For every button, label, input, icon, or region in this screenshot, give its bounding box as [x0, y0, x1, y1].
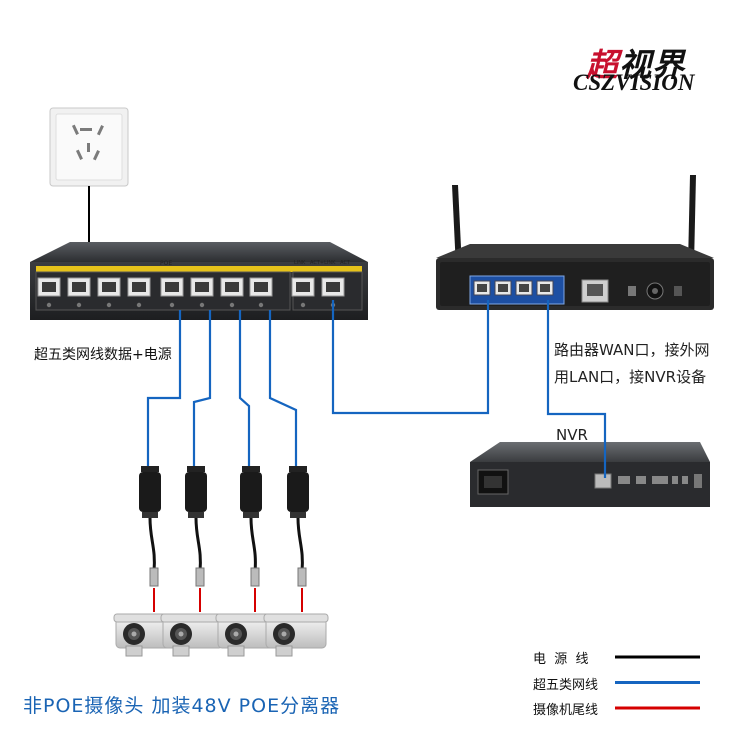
- switch-poe-label: POE: [160, 260, 173, 267]
- cable-router-to-nvr: [546, 300, 607, 478]
- poe-splitter-3: [240, 466, 262, 612]
- cable-poe-1: [146, 310, 182, 466]
- camera-2: [160, 613, 226, 657]
- switch-port-4: [127, 277, 151, 308]
- nvr-lan-port: [594, 473, 612, 489]
- router-antenna-left: [452, 185, 462, 268]
- label-router-line2: 用LAN口，接NVR设备: [554, 368, 707, 386]
- legend-lines: [615, 655, 700, 710]
- router-lan-port-4: [536, 280, 554, 296]
- switch-port-1: [37, 277, 61, 308]
- cable-poe-3: [238, 310, 251, 466]
- label-cat5-data-power: 超五类网线数据+电源: [34, 347, 172, 363]
- nvr-device: [470, 442, 710, 507]
- switch-port-6: [190, 277, 214, 308]
- switch-port-7: [220, 277, 244, 308]
- poe-splitter-2: [185, 466, 207, 612]
- logo-cn: 超视界: [586, 46, 686, 84]
- switch-port-5: [160, 277, 184, 308]
- router-antenna-right: [688, 175, 696, 265]
- switch-port-9: [291, 277, 315, 308]
- cable-switch-to-router: [331, 300, 490, 415]
- camera-4: [263, 613, 329, 657]
- poe-splitter-4: [287, 466, 309, 612]
- router-lan-port-3: [515, 280, 533, 296]
- cameras: [113, 613, 329, 657]
- legend-label-camera-tail: 摄像机尾线: [533, 703, 599, 718]
- label-nvr: NVR: [556, 426, 588, 444]
- wall-socket: [49, 107, 129, 187]
- switch-port-3: [97, 277, 121, 308]
- router-lan-port-2: [494, 280, 512, 296]
- legend-label-power: 电 源 线: [533, 652, 589, 667]
- switch-port-8: [249, 277, 273, 308]
- switch-uplink-label: LINK ACT+LINK ACT: [294, 260, 351, 266]
- legend-label-network: 超五类网线: [533, 678, 599, 693]
- switch-port-2: [67, 277, 91, 308]
- network-cables: [146, 300, 607, 478]
- cable-poe-4: [268, 310, 298, 466]
- label-router-line1: 路由器WAN口，接外网: [554, 341, 710, 359]
- poe-splitters: [139, 466, 309, 612]
- router-lan-ports: [473, 280, 554, 296]
- poe-splitter-1: [139, 466, 161, 612]
- router-lan-port-1: [473, 280, 491, 296]
- cable-poe-2: [192, 310, 212, 466]
- logo-en: CSZVISION: [573, 70, 695, 95]
- bottom-caption: 非POE摄像头 加装48V POE分离器: [23, 695, 341, 717]
